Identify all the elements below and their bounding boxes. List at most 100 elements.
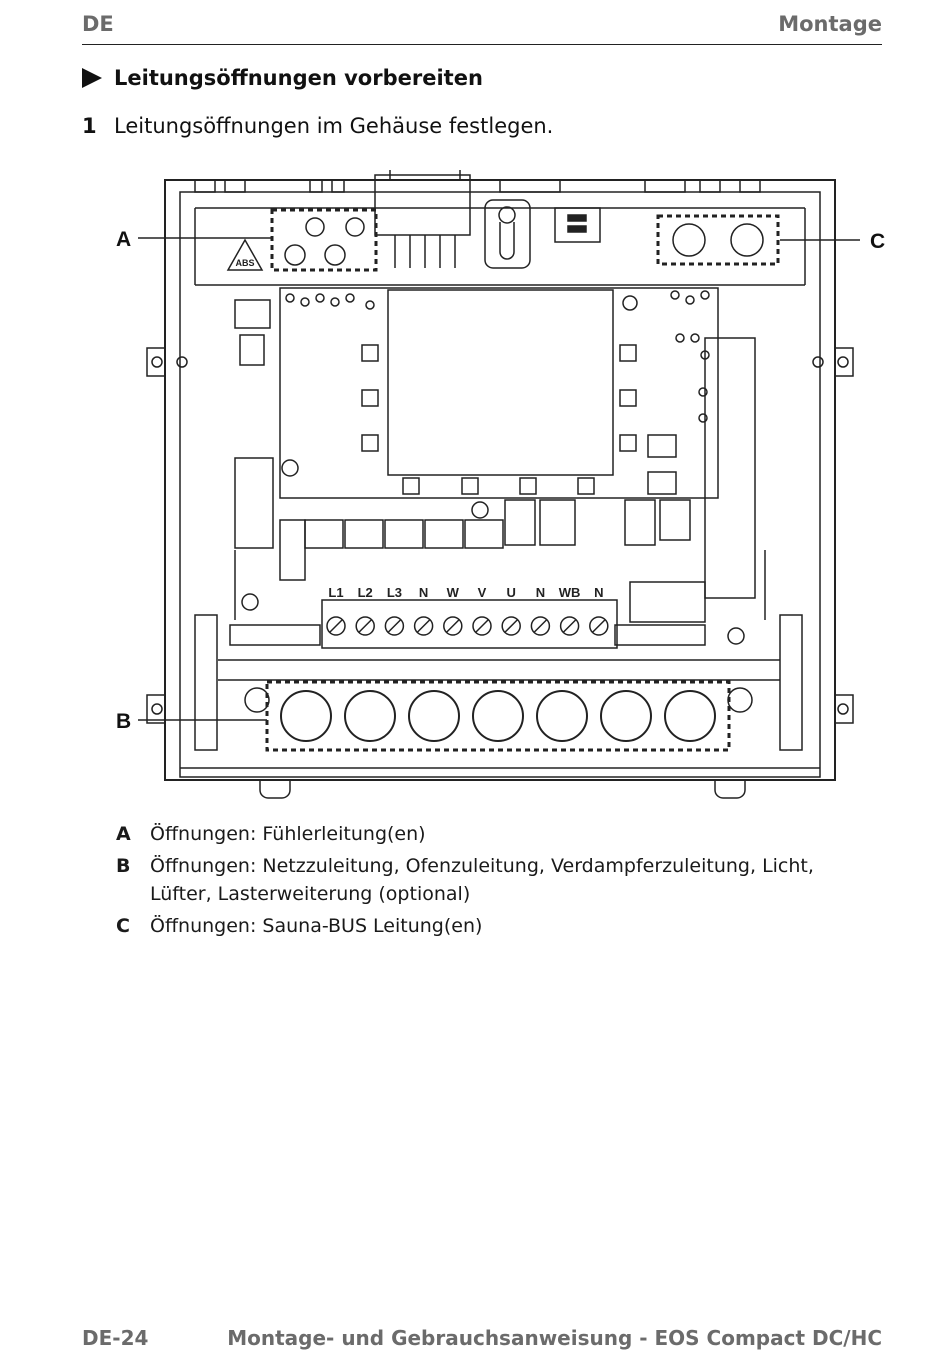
housing-inner [179,191,821,778]
terminal-screw-slot [533,619,547,633]
cable-opening [344,690,396,742]
legend-letter: B [116,855,131,877]
callout-c-label: C [870,230,885,253]
step-text: Leitungsöffnungen im Gehäuse festlegen. [114,114,554,138]
screw-icon [622,295,638,311]
main-pcb [279,287,719,499]
legend-item: C Öffnungen: Sauna-BUS Leitung(en) [116,912,856,940]
legend-text: Öffnungen: Netzzuleitung, Ofenzuleitung,… [150,855,814,905]
terminal-label: N [536,585,545,600]
header-chapter: Montage [778,12,882,36]
abs-mark: ABS [235,258,254,268]
terminal-screw-icon [501,616,521,636]
cable-opening [600,690,652,742]
terminal-screws [326,616,609,636]
cable-opening [472,690,524,742]
terminal-label: L3 [387,585,402,600]
cable-openings-b [280,690,716,742]
top-connector [374,174,471,236]
callout-c: C [780,230,885,253]
terminal-labels: L1 L2 L3 N W V U N WB N [328,585,603,600]
terminal-block [321,599,618,649]
right-relay [629,581,706,623]
openings-b-outline [265,680,731,752]
housing-diagram: ABS [100,164,900,810]
relay-row [304,499,691,549]
side-rail-left [194,614,218,751]
header-lang: DE [82,12,114,36]
cable-opening [408,690,460,742]
callout-a-label: A [116,228,131,251]
step-number: 1 [82,114,97,138]
cable-opening [664,690,716,742]
terminal-label: N [419,585,428,600]
terminal-label: WB [559,585,581,600]
callout-a: A [116,228,272,251]
bottom-foot-left [259,780,291,799]
top-edge-teeth [194,179,761,193]
small-terminal-left [229,624,321,646]
terminal-screw-slot [446,619,460,633]
terminal-screw-icon [559,616,580,636]
keyhole-mount [484,199,531,269]
terminal-screw-slot [417,619,431,633]
callout-b-label: B [116,710,131,733]
terminal-screw-slot [358,619,372,633]
pcb-small-squares [361,344,637,495]
footer-doc-title: Montage- und Gebrauchsanweisung - EOS Co… [227,1326,882,1350]
top-clip [554,207,601,243]
legend-item: B Öffnungen: Netzzuleitung, Ofenzuleitun… [116,852,856,908]
mounting-tab-right-bottom [835,694,854,724]
section-title: Leitungsöffnungen vorbereiten [114,66,483,90]
openings-a-outline [270,208,378,272]
cable-opening [280,690,332,742]
screw-icon [241,593,259,611]
openings-c-outline [656,214,780,266]
terminal-screw-slot [329,619,343,633]
terminal-screw-icon [443,616,463,636]
mounting-tab-left-bottom [146,694,165,724]
terminal-screw-icon [384,616,405,636]
legend-text: Öffnungen: Fühlerleitung(en) [150,823,426,845]
legend: A Öffnungen: Fühlerleitung(en) B Öffnung… [116,820,856,944]
relay-left [234,457,274,549]
callout-b: B [116,710,267,733]
terminal-screw-slot [504,619,518,633]
mounting-tab-right-top [812,347,854,377]
section-heading: Leitungsöffnungen vorbereiten [82,66,483,90]
legend-letter: A [116,823,131,845]
cable-opening [536,690,588,742]
header-rule [82,44,882,45]
bottom-foot-right [714,780,746,799]
terminal-screw-slot [387,619,401,633]
terminal-label: U [507,585,516,600]
screw-icon [727,627,745,645]
legend-item: A Öffnungen: Fühlerleitung(en) [116,820,856,848]
terminal-label: W [447,585,460,600]
legend-letter: C [116,915,130,937]
terminal-label: L2 [358,585,373,600]
footer-page: DE-24 [82,1326,149,1350]
terminal-screw-slot [475,619,489,633]
pcb-holes [285,290,710,423]
terminal-label: N [594,585,603,600]
side-rail-right [779,614,803,751]
terminal-screw-icon [589,616,609,636]
terminal-screw-slot [592,619,606,633]
screw-icon [281,459,299,477]
terminal-screw-slot [563,619,577,633]
terminal-screw-icon [326,616,346,636]
screw-icon [471,501,489,519]
left-component [234,299,271,329]
step-item: 1 Leitungsöffnungen im Gehäuse festlegen… [82,114,553,138]
triangle-right-icon [82,68,102,88]
chip [647,471,677,495]
terminal-screw-icon [413,616,434,636]
legend-text: Öffnungen: Sauna-BUS Leitung(en) [150,915,483,937]
terminal-label: V [478,585,487,600]
terminal-label: L1 [328,585,343,600]
terminal-screw-icon [355,616,375,636]
small-terminal-right [614,624,706,646]
display-module [387,289,614,476]
terminal-screw-icon [530,616,551,636]
